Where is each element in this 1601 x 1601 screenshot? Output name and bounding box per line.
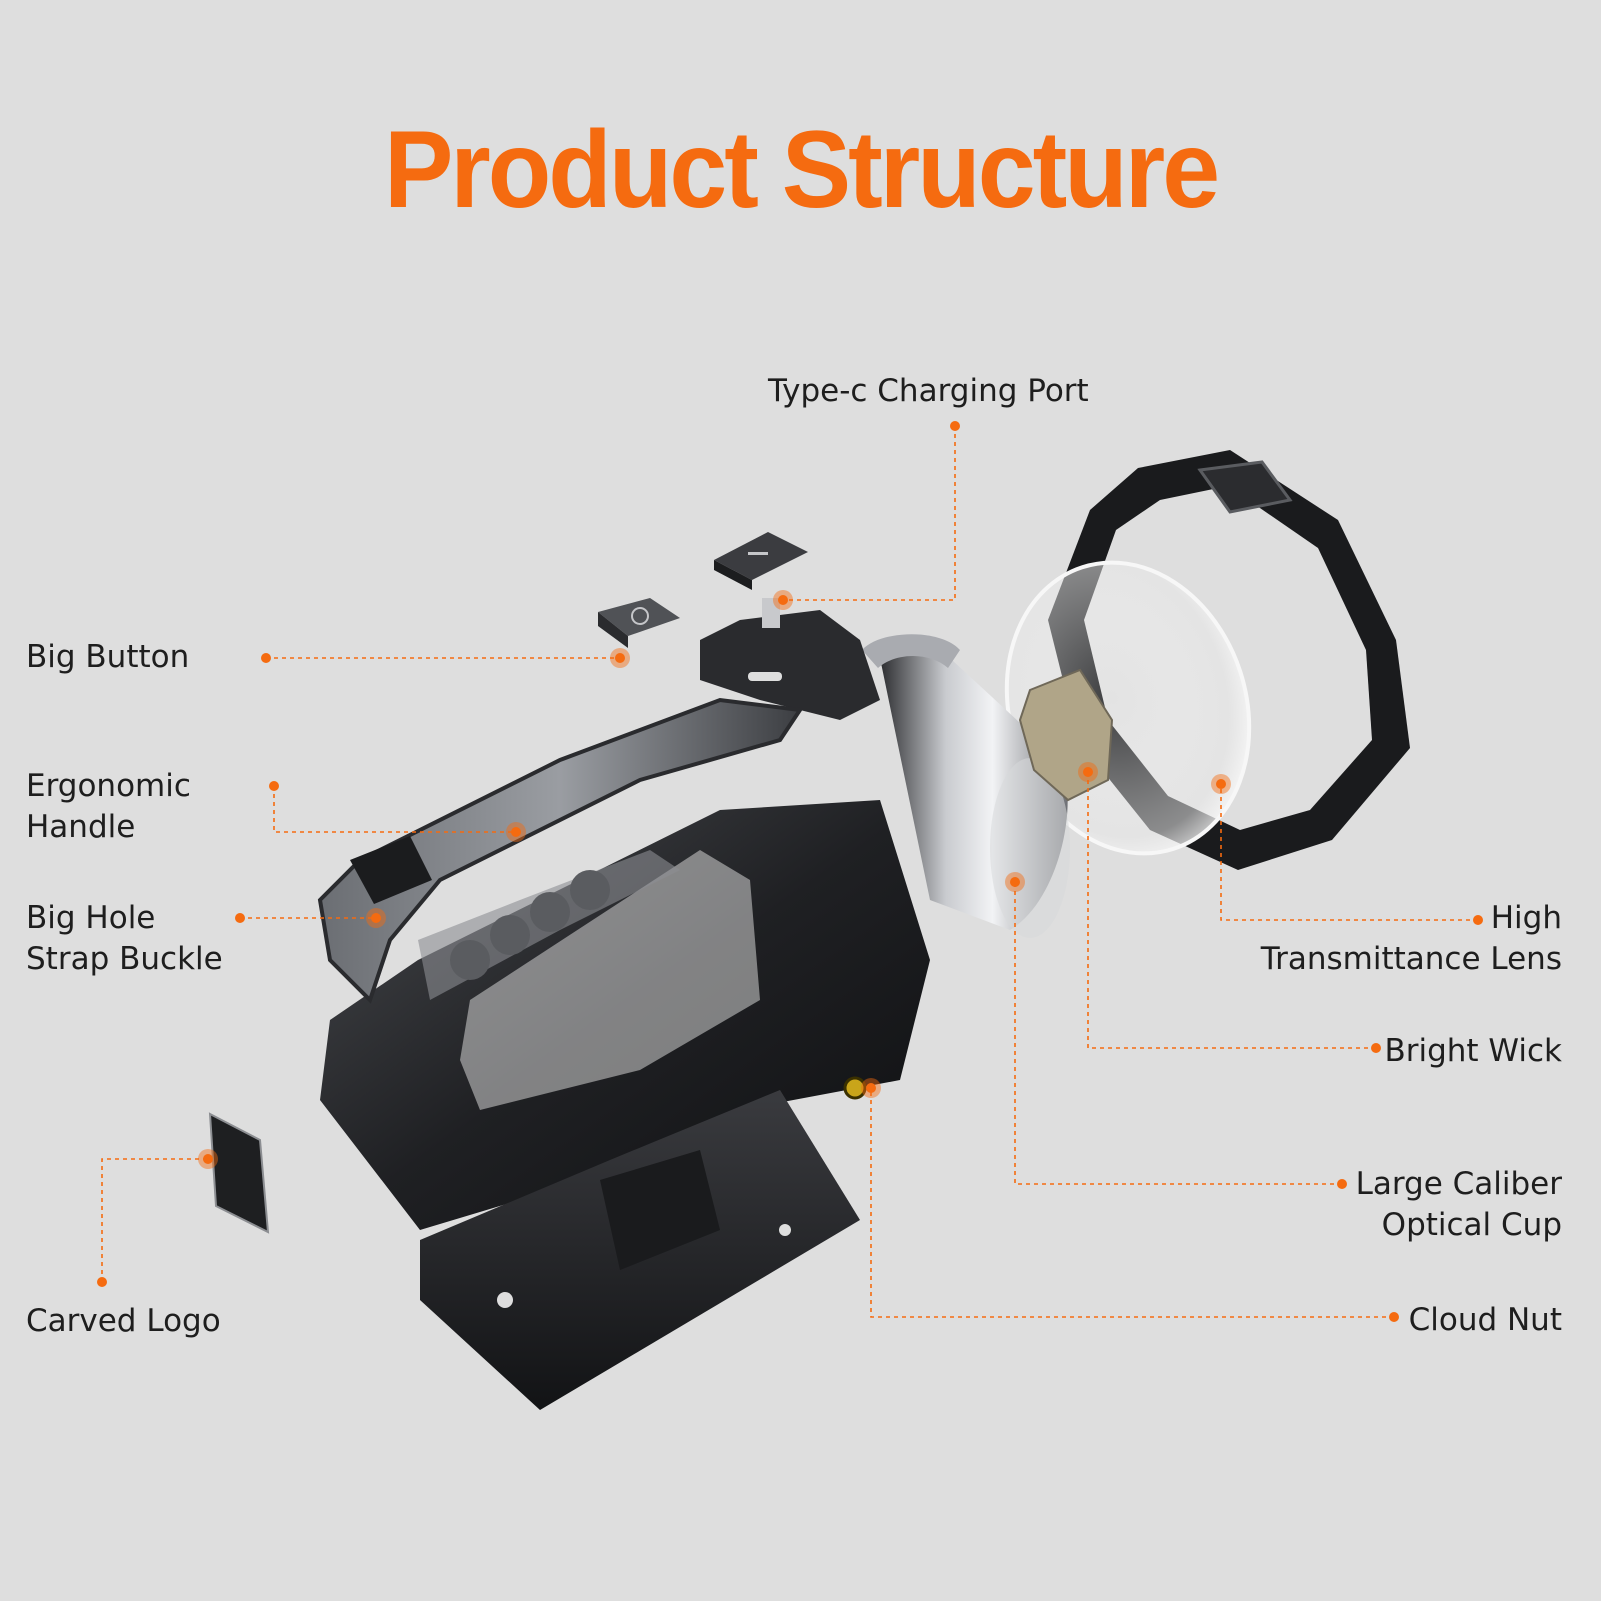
label-big-button: Big Button xyxy=(26,637,189,678)
label-type-c-charging-port: Type-c Charging Port xyxy=(768,371,1089,412)
label-bright-wick: Bright Wick xyxy=(1384,1031,1562,1072)
type-c-port-cover xyxy=(714,532,808,590)
big-button-part xyxy=(598,598,680,648)
label-line: Transmittance Lens xyxy=(1261,939,1562,980)
label-line: Optical Cup xyxy=(1356,1205,1562,1246)
label-large-caliber-optical-cup: Large Caliber Optical Cup xyxy=(1356,1164,1562,1246)
label-carved-logo: Carved Logo xyxy=(26,1301,221,1342)
label-line: High xyxy=(1261,898,1562,939)
carved-logo-plate xyxy=(210,1114,268,1232)
label-big-hole-strap-buckle: Big Hole Strap Buckle xyxy=(26,898,223,980)
label-ergonomic-handle: Ergonomic Handle xyxy=(26,766,191,848)
label-line: Big Button xyxy=(26,637,189,678)
label-line: Handle xyxy=(26,807,191,848)
label-line: Carved Logo xyxy=(26,1301,221,1342)
label-line: Strap Buckle xyxy=(26,939,223,980)
label-line: Bright Wick xyxy=(1384,1031,1562,1072)
label-high-transmittance-lens: High Transmittance Lens xyxy=(1261,898,1562,980)
label-line: Cloud Nut xyxy=(1409,1300,1562,1341)
label-cloud-nut: Cloud Nut xyxy=(1409,1300,1562,1341)
label-line: Large Caliber xyxy=(1356,1164,1562,1205)
label-line: Big Hole xyxy=(26,898,223,939)
label-line: Ergonomic xyxy=(26,766,191,807)
label-line: Type-c Charging Port xyxy=(768,371,1089,412)
